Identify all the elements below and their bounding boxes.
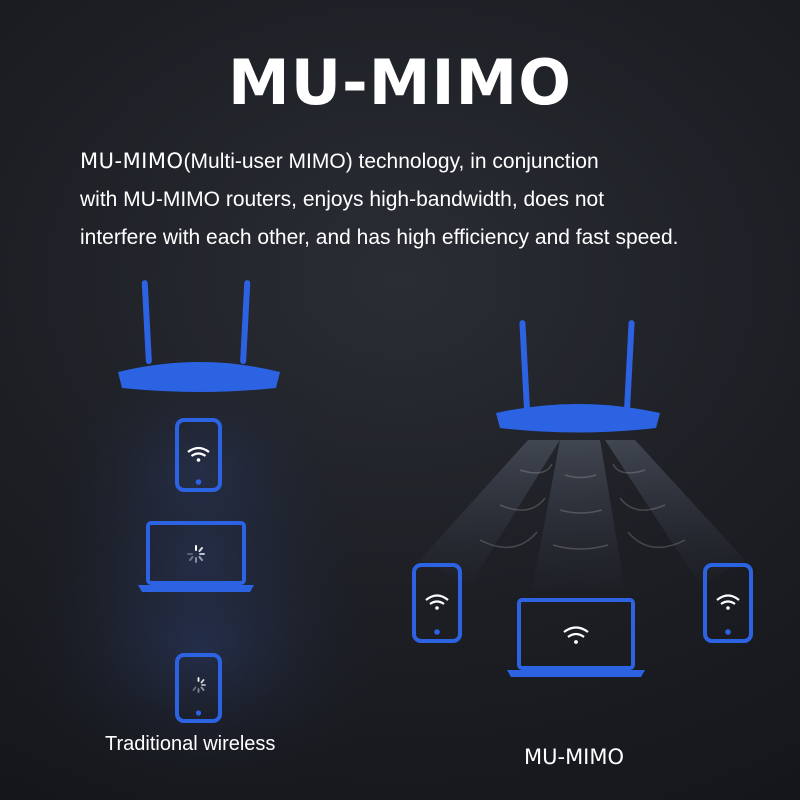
router-icon — [496, 320, 660, 433]
description-lead: MU-MIMO — [80, 149, 184, 173]
smartphone-wifi-icon — [175, 418, 222, 492]
description: MU-MIMO(Multi-user MIMO) technology, in … — [80, 142, 780, 257]
loading-spinner-icon — [192, 677, 206, 693]
router-icon — [118, 280, 280, 392]
traditional-wireless-diagram — [10, 280, 390, 800]
description-line-1: MU-MIMO(Multi-user MIMO) technology, in … — [80, 142, 780, 181]
page-title: MU-MIMO — [228, 46, 572, 119]
laptop-wifi-icon — [507, 598, 645, 677]
mu-mimo-label: MU-MIMO — [524, 745, 625, 769]
signal-glow-outer — [10, 500, 390, 800]
smartphone-wifi-icon — [703, 563, 753, 643]
smartphone-loading-icon — [175, 653, 222, 723]
description-line-1-rest: (Multi-user MIMO) technology, in conjunc… — [183, 150, 599, 173]
laptop-loading-icon — [138, 521, 254, 592]
description-line-2: with MU-MIMO routers, enjoys high-bandwi… — [80, 188, 605, 211]
mu-mimo-diagram — [412, 320, 753, 677]
signal-beams — [420, 440, 745, 590]
description-line-3: interfere with each other, and has high … — [80, 226, 679, 249]
loading-spinner-icon — [187, 545, 205, 563]
traditional-wireless-label: Traditional wireless — [105, 733, 276, 755]
smartphone-wifi-icon — [412, 563, 462, 643]
